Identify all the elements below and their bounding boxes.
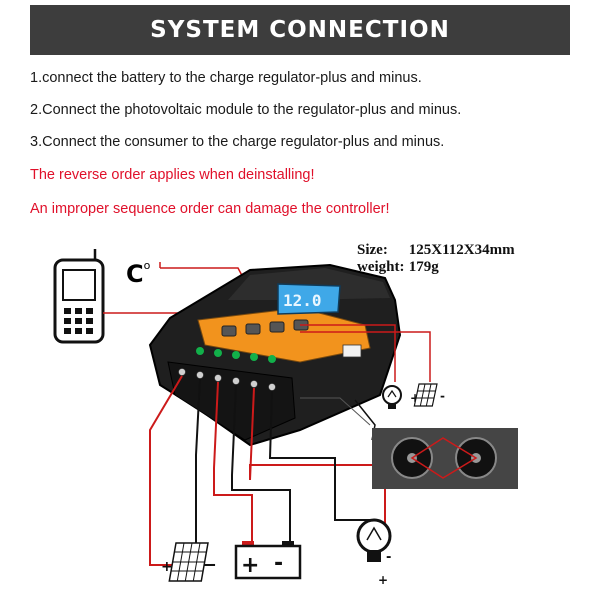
weight-value: 179g	[408, 259, 439, 275]
battery-icon: + -	[234, 541, 302, 580]
terminal-closeup	[300, 397, 518, 489]
title-banner: SYSTEM CONNECTION	[30, 5, 570, 55]
lcd-screen: 12.0	[277, 283, 341, 315]
panel-minus-sign: -	[440, 389, 445, 403]
phone-icon	[53, 249, 105, 344]
bulb-minus-sign: -	[386, 550, 391, 565]
temp-letter: C	[126, 260, 144, 288]
output-wires	[300, 324, 431, 382]
warning-reverse-order: The reverse order applies when deinstall…	[30, 167, 315, 183]
page-title: SYSTEM CONNECTION	[150, 17, 450, 43]
instruction-2: 2.Connect the photovoltaic module to the…	[30, 102, 462, 118]
weight-label: weight:	[357, 259, 405, 275]
battery-minus-sign: -	[274, 551, 283, 576]
lcd-reading: 12.0	[283, 291, 322, 310]
bulb-plus-sign: +	[378, 573, 388, 587]
solar-plus-sign: +	[161, 559, 173, 575]
lightbulb-icon	[382, 385, 402, 409]
terminal-screws	[178, 368, 276, 391]
warning-improper-sequence: An improper sequence order can damage th…	[30, 201, 390, 217]
status-leds	[196, 347, 276, 363]
charge-controller: 12.0	[148, 263, 402, 447]
solar-panel-icon: + -	[161, 542, 216, 582]
instruction-1: 1.connect the battery to the charge regu…	[30, 70, 422, 86]
panel-plus-sign: +	[410, 391, 420, 405]
temp-degree: o	[143, 259, 151, 272]
size-label: Size:	[357, 242, 388, 258]
solar-minus-sign: -	[210, 557, 216, 573]
lightbulb-icon: - +	[356, 518, 392, 587]
temperature-sensor-label: Co	[126, 259, 151, 288]
solar-panel-icon: + -	[410, 383, 445, 407]
battery-plus-sign: +	[241, 553, 259, 578]
size-value: 125X112X34mm	[408, 242, 515, 258]
instruction-3: 3.Connect the consumer to the charge reg…	[30, 134, 445, 150]
specifications: Size: 125X112X34mm weight: 179g	[357, 242, 515, 276]
